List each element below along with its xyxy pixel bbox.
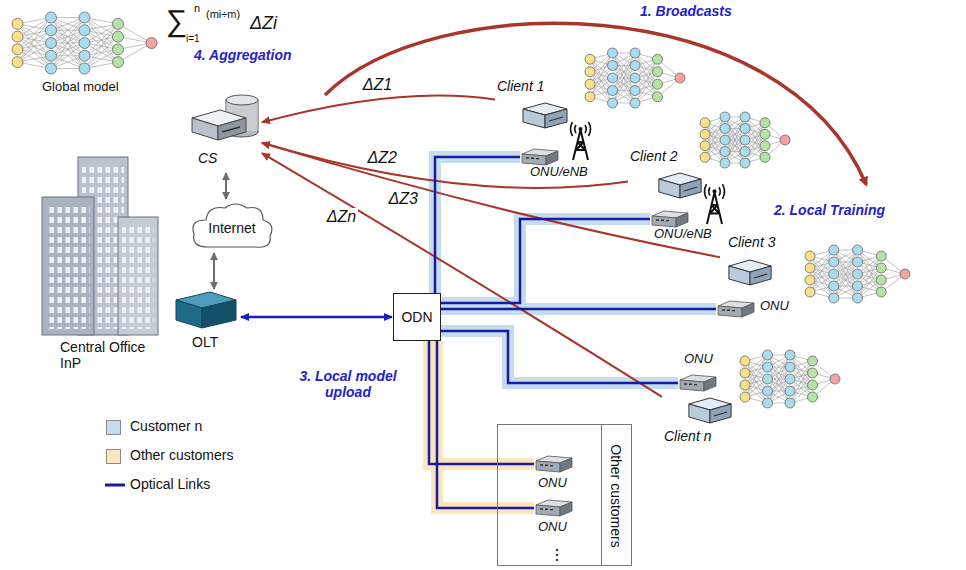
onu-icon — [678, 374, 718, 392]
neural-network-icon — [740, 350, 840, 408]
olt-device: OLT — [170, 290, 240, 352]
optical-band — [435, 157, 520, 293]
connector-lines — [214, 95, 720, 508]
edge-label: ΔZ1 — [361, 76, 394, 94]
upload-arrow — [262, 143, 720, 257]
node-label: OLT — [192, 334, 218, 350]
onu-device: ONU — [678, 350, 723, 395]
onu-icon — [650, 210, 690, 228]
legend-text: Optical Links — [130, 476, 210, 492]
optical-band — [441, 331, 678, 383]
formula-lower: i=1 — [186, 33, 200, 45]
optical-band — [441, 303, 716, 315]
node-label: ONU/eNB — [654, 227, 712, 242]
step-label: 3. Local model upload — [292, 368, 404, 400]
node-label: ONU — [684, 352, 713, 367]
olt-icon — [170, 290, 240, 332]
client-node: Client 2 — [628, 148, 708, 203]
upload-arrow — [262, 153, 662, 397]
node-label: Client 3 — [728, 234, 775, 250]
edge-label: ΔZ3 — [386, 190, 419, 208]
edge-label: ΔZ2 — [366, 149, 399, 167]
central-server: CS — [190, 92, 262, 172]
client-icon — [656, 169, 704, 201]
cs-icon — [190, 92, 262, 150]
group-divider — [601, 425, 602, 565]
neural-network-icon — [12, 12, 157, 74]
neural-networks — [12, 12, 910, 408]
feeder-link — [241, 316, 392, 319]
node-label: ONU — [538, 476, 567, 491]
onu-device: ONU — [534, 455, 579, 497]
optical-bands — [429, 157, 716, 508]
onu-icon — [520, 148, 560, 166]
client-node: Client 1 — [495, 78, 575, 133]
node-label: ONU — [538, 520, 567, 535]
client-icon — [520, 99, 570, 131]
legend-text: Other customers — [130, 447, 233, 463]
client-node: Client 3 — [720, 234, 780, 292]
client-icon — [726, 256, 774, 288]
formula-weight: (mi÷m) — [206, 8, 240, 21]
onu-icon — [534, 455, 574, 473]
odn-box: ODN — [393, 293, 441, 341]
client-node: Client n — [662, 394, 736, 446]
step-label: 4. Aggregation — [194, 47, 292, 63]
neural-network-icon — [585, 48, 685, 108]
internet-cloud: Internet — [188, 200, 276, 252]
optical-link — [441, 331, 678, 383]
node-label: Client 1 — [497, 78, 544, 94]
onu-enb: ONU/eNB — [520, 120, 600, 181]
optical-band — [429, 341, 534, 464]
legend-line-sample — [104, 480, 126, 490]
legend-swatch — [106, 449, 121, 464]
node-label: ODN — [401, 309, 432, 325]
ellipsis-dots — [556, 549, 559, 562]
network-link — [225, 173, 227, 199]
neural-network-icon — [700, 112, 790, 168]
node-label: Other customers — [608, 444, 624, 547]
upload-arrow — [262, 143, 628, 188]
formula-sum: ∑ — [166, 4, 187, 39]
antenna-icon — [568, 120, 593, 160]
client-icon — [686, 394, 734, 426]
optical-link — [435, 157, 520, 293]
onu-enb: ONU/eNB — [650, 180, 732, 243]
onu-icon — [716, 300, 756, 318]
step-label: 2. Local Training — [774, 202, 885, 218]
optical-link — [429, 341, 534, 464]
node-label: ONU — [760, 299, 789, 314]
formula-upper: n — [194, 2, 200, 15]
central-office: Central Office InP — [40, 155, 162, 383]
legend-text: Customer n — [130, 418, 202, 434]
node-label: Client n — [664, 428, 711, 444]
figure-label: Global model — [42, 80, 119, 95]
optical-link — [441, 219, 650, 303]
antenna-icon — [702, 182, 727, 224]
edge-label: ΔZn — [325, 208, 358, 226]
formula-delta: ΔZi — [250, 13, 277, 34]
building-icon — [40, 155, 160, 335]
onu-device: ONU — [534, 499, 579, 541]
neural-network-icon — [805, 245, 910, 303]
upload-arrow — [262, 95, 495, 122]
optical-link — [441, 308, 716, 311]
node-label: Internet — [208, 220, 255, 236]
onu-device: ONU — [716, 296, 796, 320]
node-label: CS — [198, 150, 217, 166]
legend-swatch — [106, 420, 121, 435]
customer-group: Other customersONUONU — [497, 424, 632, 566]
onu-icon — [534, 499, 574, 517]
node-label: ONU/eNB — [530, 165, 588, 180]
broadcast-arrow — [325, 23, 866, 184]
network-link — [213, 253, 215, 289]
optical-band — [441, 219, 650, 303]
step-label: 1. Broadcasts — [640, 3, 732, 19]
node-label: Client 2 — [630, 148, 677, 164]
node-label: Central Office InP — [60, 339, 160, 371]
